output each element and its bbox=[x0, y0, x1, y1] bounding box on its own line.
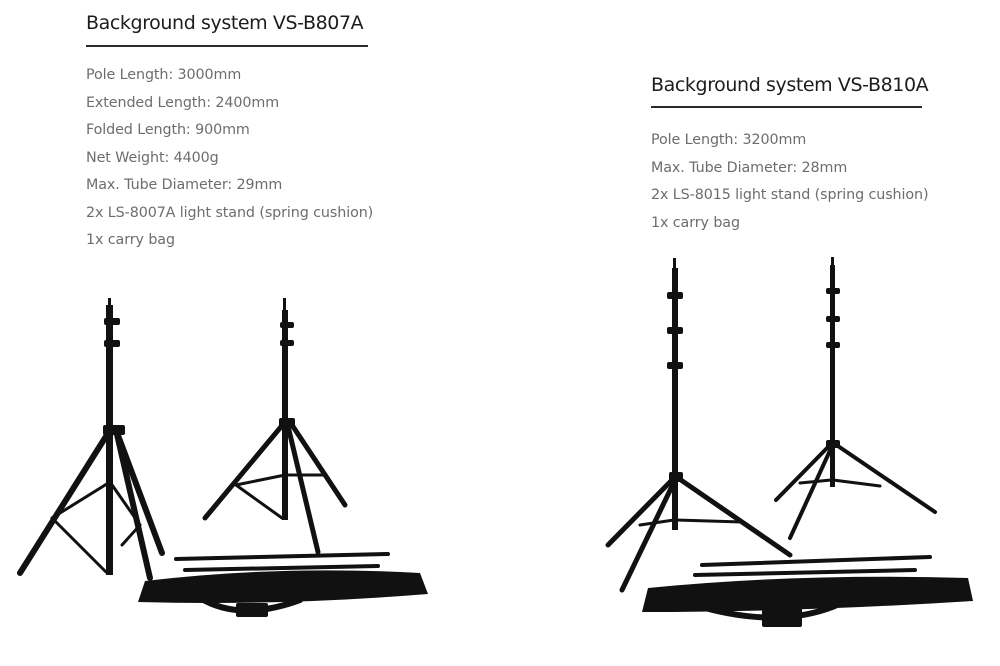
light-stand-icon bbox=[17, 298, 165, 581]
spec-pole-length: Pole Length: 3200mm bbox=[651, 132, 807, 148]
light-stand-icon bbox=[202, 298, 348, 555]
spec-light-stands: 2x LS-8007A light stand (spring cushion) bbox=[86, 204, 374, 221]
carry-bag-icon bbox=[138, 570, 428, 617]
spec-tube-diameter: Max. Tube Diameter: 29mm bbox=[86, 177, 283, 193]
spec-folded-length: Folded Length: 900mm bbox=[86, 122, 250, 138]
spec-list: Pole Length: 3200mm Max. Tube Diameter: … bbox=[651, 127, 929, 237]
spec-pole-length: Pole Length: 3000mm bbox=[86, 67, 242, 83]
spec-extended-length: Extended Length: 2400mm bbox=[86, 94, 280, 111]
product-title: Background system VS-B807A bbox=[86, 12, 364, 34]
spec-light-stands: 2x LS-8015 light stand (spring cushion) bbox=[651, 187, 929, 203]
carry-bag-icon bbox=[642, 576, 973, 627]
crossbar-pole-icon bbox=[693, 555, 932, 577]
spec-carry-bag: 1x carry bag bbox=[86, 232, 175, 248]
light-stand-icon bbox=[605, 258, 793, 593]
spec-list: Pole Length: 3000mm Extended Length: 240… bbox=[86, 62, 373, 255]
crossbar-pole-icon bbox=[174, 552, 390, 572]
title-underline bbox=[86, 45, 368, 47]
spec-carry-bag: 1x carry bag bbox=[651, 214, 740, 231]
spec-net-weight: Net Weight: 4400g bbox=[86, 149, 219, 166]
spec-tube-diameter: Max. Tube Diameter: 28mm bbox=[651, 159, 848, 176]
title-underline bbox=[651, 106, 922, 108]
light-stand-icon bbox=[774, 257, 937, 540]
product-title: Background system VS-B810A bbox=[651, 74, 929, 96]
